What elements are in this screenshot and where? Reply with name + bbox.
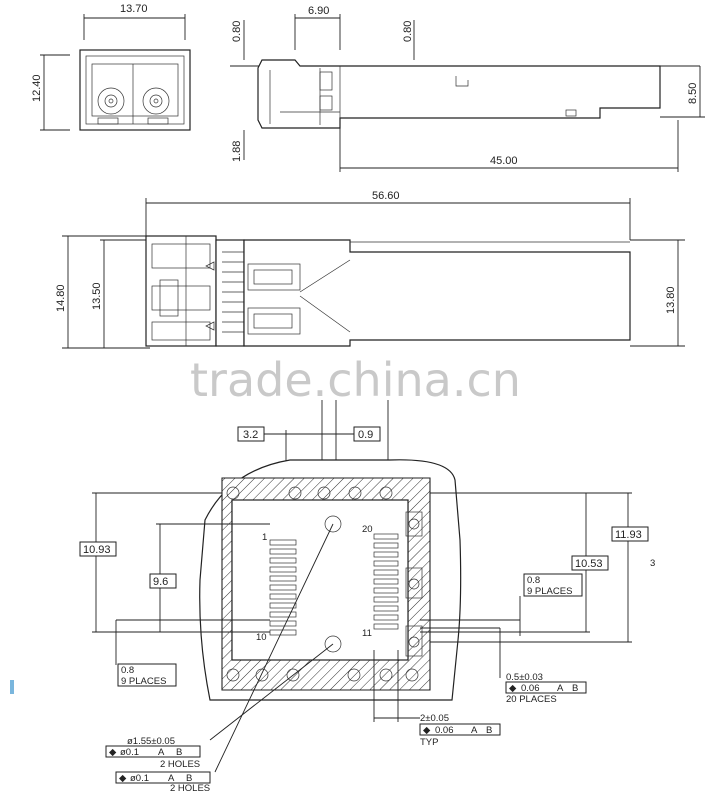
- right-pads: [373, 533, 399, 630]
- pitch: 2±0.05: [420, 713, 449, 724]
- pitch-typ: TYP: [420, 737, 438, 748]
- hole-tol-a: ø0.1: [120, 747, 139, 758]
- hole-tol-b: A: [158, 747, 165, 758]
- hole-dia: ø1.55±0.05: [127, 736, 175, 747]
- svg-text:◆: ◆: [423, 725, 431, 736]
- dim-right: 8.50: [687, 83, 699, 104]
- dim-10-93: 10.93: [83, 544, 111, 556]
- pad-tol-b: A: [557, 683, 564, 694]
- hole-tol-c: B: [176, 747, 182, 758]
- svg-text:◆: ◆: [119, 773, 127, 784]
- dim-9-6: 9.6: [153, 576, 168, 588]
- svg-text:◆: ◆: [509, 683, 517, 694]
- side-mark: 3: [650, 558, 655, 569]
- dim-top-right: 0.80: [402, 21, 414, 42]
- svg-text:◆: ◆: [109, 747, 117, 758]
- dim-height-outer: 14.80: [55, 284, 67, 312]
- pad-width: 0.5±0.03: [506, 672, 543, 683]
- pad-places: 20 PLACES: [506, 694, 557, 705]
- pin-20: 20: [362, 524, 373, 535]
- watermark: trade.china.cn: [190, 353, 521, 407]
- callout-left-b: 9 PLACES: [121, 676, 166, 687]
- dim-length: 56.60: [372, 190, 400, 202]
- dim-height-inner: 13.50: [91, 282, 103, 310]
- pitch-tol-c: B: [486, 725, 492, 736]
- pad-tol-a: 0.06: [521, 683, 540, 694]
- pad-tol-c: B: [572, 683, 578, 694]
- callout-right-a: 0.8: [527, 575, 540, 586]
- dim-bottom-left: 1.88: [231, 141, 243, 162]
- dim-0-9: 0.9: [358, 429, 373, 441]
- pitch-tol-b: A: [471, 725, 478, 736]
- left-pads: [269, 539, 297, 636]
- dim-height-right: 13.80: [665, 286, 677, 314]
- dim-top-mid: 6.90: [308, 5, 329, 17]
- pin-11: 11: [362, 628, 372, 639]
- hole-count-1: 2 HOLES: [160, 759, 200, 770]
- pin-1: 1: [262, 532, 267, 543]
- hole2-tol-b: A: [168, 773, 175, 784]
- dim-10-53: 10.53: [575, 558, 603, 570]
- pcb-footprint: 3.2 0.9: [79, 400, 655, 792]
- dim-bottom-len: 45.00: [490, 155, 518, 167]
- dim-width: 13.70: [120, 3, 148, 15]
- front-view: 56.60 14.80 13.50 13.80: [55, 190, 685, 349]
- hole2-tol-a: ø0.1: [130, 773, 149, 784]
- pin-10: 10: [256, 632, 267, 643]
- dim-3-2: 3.2: [243, 429, 258, 441]
- callout-left-a: 0.8: [121, 665, 134, 676]
- hole2-tol-c: B: [186, 773, 192, 784]
- side-view: 6.90 0.80 0.80 8.50 1.88 45.00: [230, 5, 705, 172]
- dim-height: 12.40: [31, 74, 43, 102]
- hole-count-2: 2 HOLES: [170, 783, 210, 792]
- end-view: 13.70 12.40: [31, 3, 191, 131]
- dim-top-left: 0.80: [231, 21, 243, 42]
- pitch-tol-a: 0.06: [435, 725, 454, 736]
- callout-right-b: 9 PLACES: [527, 586, 572, 597]
- edge-marker: [10, 680, 14, 694]
- dim-11-93: 11.93: [615, 529, 642, 541]
